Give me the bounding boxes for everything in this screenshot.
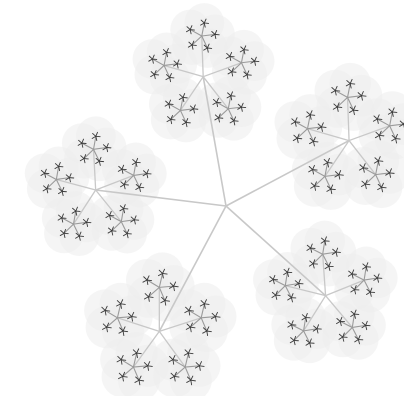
leaf-branch xyxy=(121,360,126,361)
leaf-branch xyxy=(189,310,194,311)
leaf-branch xyxy=(173,360,178,361)
leaf-branch xyxy=(105,310,110,311)
